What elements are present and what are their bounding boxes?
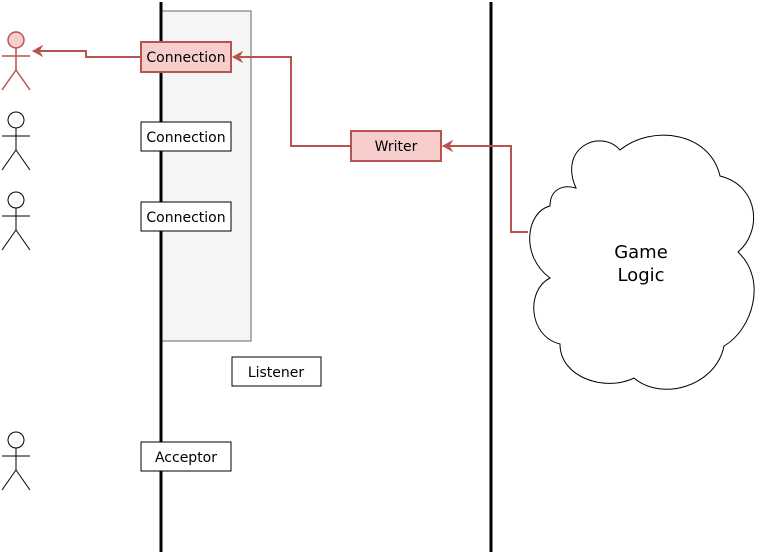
listener-label: Listener [248,365,305,381]
connection-box: Connection [140,201,232,232]
writer-box: Writer [350,130,442,162]
game-logic-cloud: Game Logic [529,134,755,390]
actor-active-icon [1,31,31,91]
writer-label: Writer [375,139,418,155]
connection-box-active: Connection [140,41,232,73]
actor-icon [1,111,31,171]
connection-active-label: Connection [146,50,225,66]
cloud-to-writer-arrow [443,146,528,233]
connection-label: Connection [146,130,225,146]
cloud-label-line1: Game [614,242,668,263]
connection-label: Connection [146,210,225,226]
actor-icon [1,431,31,491]
acceptor-label: Acceptor [155,450,217,466]
listener-box: Listener [231,356,322,387]
acceptor-box: Acceptor [140,441,232,472]
actor-icon [1,191,31,251]
connection-box: Connection [140,121,232,152]
connection-to-actor-arrow [33,51,141,58]
cloud-label-line2: Logic [617,265,664,286]
writer-to-connection-arrow [233,57,351,147]
